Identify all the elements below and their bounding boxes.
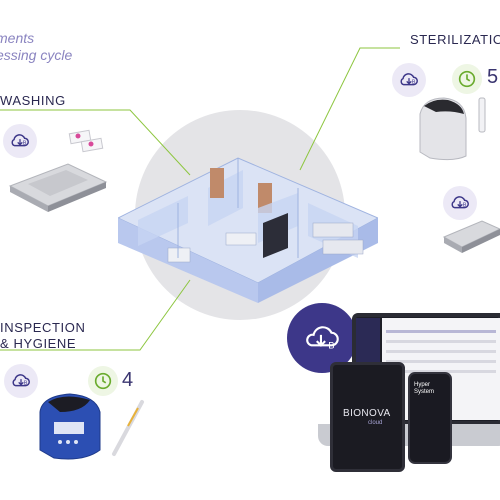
table-row [386, 340, 496, 343]
cloud-badge-icon: B [287, 303, 357, 373]
cloud-upload-icon: B [443, 186, 477, 220]
sterilization-indicator-vial [478, 97, 486, 133]
cloud-upload-icon: B [3, 124, 37, 158]
washing-label: WASHING [0, 93, 66, 108]
svg-text:B: B [23, 141, 27, 147]
phone-title-line-1: Hyper [414, 382, 431, 388]
clock-icon [452, 64, 482, 94]
clock-icon [88, 366, 118, 396]
phone-title: Hyper System [414, 382, 434, 396]
phone-title-line-2: System [414, 389, 435, 395]
svg-text:B: B [328, 341, 334, 352]
inspection-reader-device-image [39, 393, 101, 460]
sterilization-incubator-image [419, 97, 467, 161]
tablet-logo-sub: cloud [368, 420, 383, 426]
table-row [386, 330, 496, 333]
connector-inspection [0, 279, 191, 351]
connector-sterilization [299, 47, 400, 171]
table-row [386, 350, 496, 353]
secondary-washer-device-image [442, 220, 500, 253]
svg-text:B: B [24, 381, 28, 387]
inspection-swab-image [112, 400, 144, 456]
tablet-device [330, 362, 405, 472]
svg-text:B: B [463, 203, 467, 209]
inspection-label-line-1: INSPECTION [0, 320, 86, 335]
inspection-label: INSPECTION & HYGIENE [0, 320, 85, 352]
cloud-upload-icon: B [4, 364, 38, 398]
headline: ments essing cycle [0, 30, 72, 64]
inspection-cycle-number: 4 [122, 369, 134, 391]
table-row [386, 360, 496, 363]
connector-washing [0, 109, 191, 176]
washer-device-image [8, 163, 108, 212]
headline-line-2: essing cycle [0, 47, 73, 63]
table-row [386, 370, 496, 373]
inspection-label-line-2: & HYGIENE [0, 336, 77, 351]
facility-floorplan-illustration [118, 157, 378, 303]
washing-indicator-strips [68, 129, 104, 153]
phone-device [408, 372, 452, 464]
headline-line-1: ments [0, 30, 35, 46]
tablet-logo: BIONOVA [343, 408, 391, 419]
sterilization-cycle-number: 5 [487, 66, 499, 88]
cloud-upload-icon: B [392, 63, 426, 97]
svg-text:B: B [412, 80, 416, 86]
sterilization-label: STERILIZATIO [410, 32, 500, 47]
